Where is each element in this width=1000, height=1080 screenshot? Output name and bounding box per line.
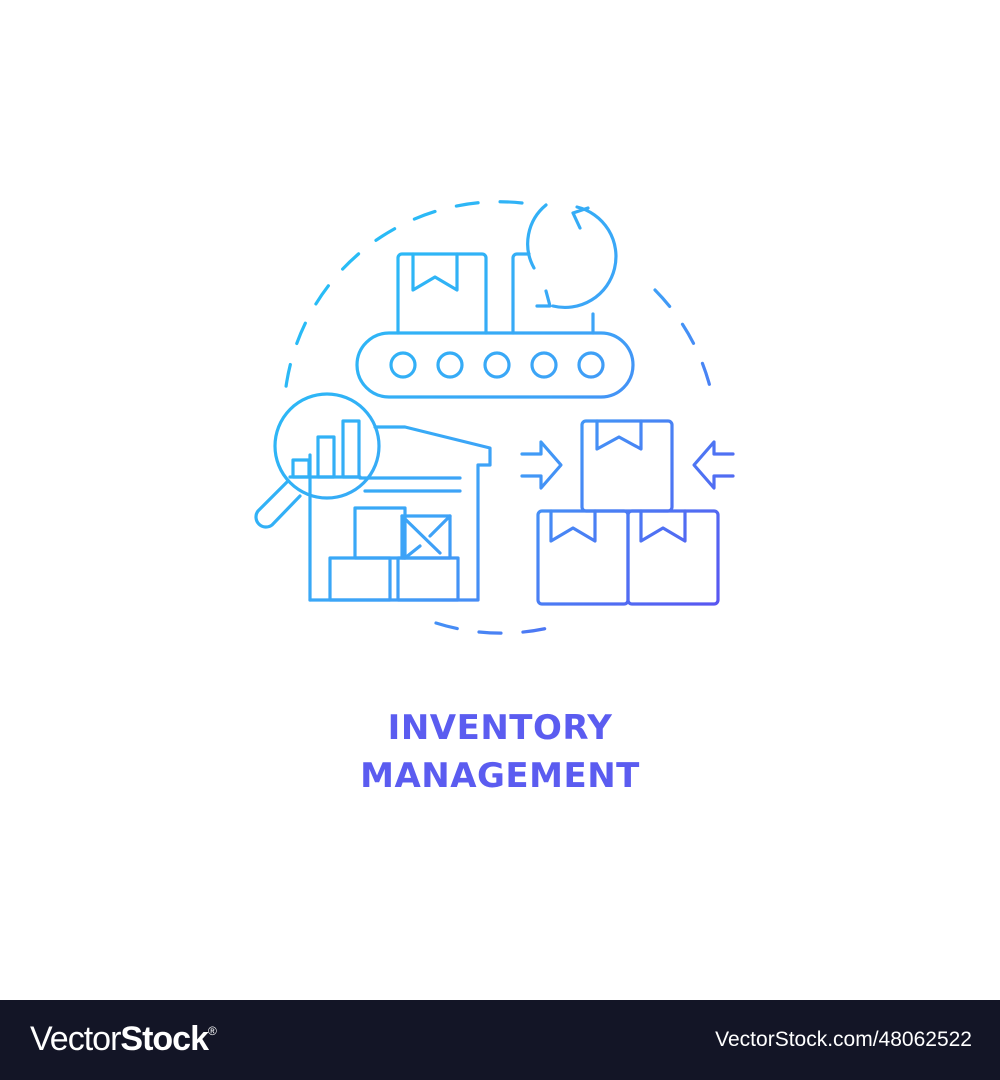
vectorstock-logo: VectorStock® (30, 1020, 217, 1059)
brand-light: Vector (30, 1020, 121, 1058)
footer-bar: VectorStock® VectorStock.com/48062522 (0, 1000, 1000, 1080)
title-line-2: MANAGEMENT (360, 756, 640, 796)
conveyor-belt (355, 252, 635, 399)
title-line-1: INVENTORY (387, 708, 613, 748)
stacked-boxes (536, 419, 720, 606)
compress-arrows-icon (520, 440, 735, 490)
brand-bold: Stock (120, 1020, 209, 1058)
refresh-arrows-icon (526, 203, 618, 310)
image-reference: VectorStock.com/48062522 (715, 1028, 972, 1051)
inventory-management-illustration (254, 200, 735, 635)
magnifier-chart-icon (254, 392, 381, 529)
dashed-circle (283, 200, 715, 635)
registered-mark: ® (207, 1024, 217, 1038)
warehouse (308, 425, 492, 602)
